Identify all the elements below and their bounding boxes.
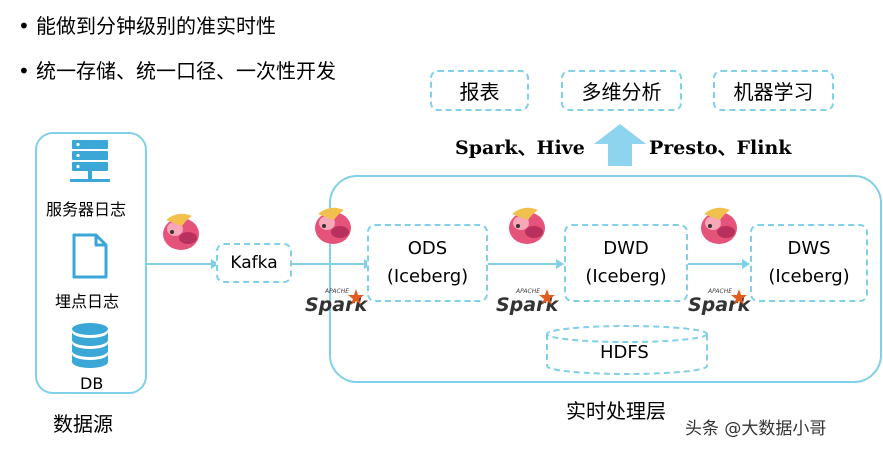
app-report-label: 报表 xyxy=(459,80,500,104)
engines-right: Presto、Flink xyxy=(649,137,792,159)
flink-logo-icon xyxy=(509,207,545,244)
stage-ods-name: ODS xyxy=(407,238,448,259)
bullet-text: 统一存储、统一口径、一次性开发 xyxy=(36,59,336,83)
spark-logo-icon: APACHE Spark xyxy=(303,288,367,322)
kafka-box: Kafka xyxy=(216,243,292,283)
stage-dwd-format: (Iceberg) xyxy=(585,266,667,287)
stage-dws-format: (Iceberg) xyxy=(768,266,850,287)
spark-star-icon xyxy=(348,289,364,305)
server-icon xyxy=(70,140,110,182)
stage-ods-box: ODS (Iceberg) xyxy=(367,224,488,302)
spark-apache-text: APACHE xyxy=(708,288,733,295)
arrow-kafka-to-ods xyxy=(292,259,372,269)
data-source-panel xyxy=(35,132,147,394)
spark-logo-icon: APACHE Spark xyxy=(494,288,558,322)
app-ml-box: 机器学习 xyxy=(713,70,834,111)
flink-logo-icon xyxy=(163,213,199,250)
source-tracking-log: 埋点日志 xyxy=(55,292,120,311)
bullet-1: •能做到分钟级别的准实时性 xyxy=(18,10,276,39)
spark-star-icon xyxy=(539,289,555,305)
database-icon xyxy=(72,323,108,368)
spark-word: Spark xyxy=(496,294,559,316)
flink-logo-icon xyxy=(701,207,737,244)
hdfs-storage xyxy=(546,325,708,375)
source-db: DB xyxy=(80,374,104,393)
flink-logo-icon xyxy=(315,207,351,244)
stage-dws-box: DWS (Iceberg) xyxy=(750,224,868,302)
stage-dwd-box: DWD (Iceberg) xyxy=(564,224,688,302)
bullet-2: •统一存储、统一口径、一次性开发 xyxy=(18,55,336,84)
spark-apache-text: APACHE xyxy=(325,288,350,295)
arrow-dwd-to-dws xyxy=(688,259,750,269)
kafka-label: Kafka xyxy=(230,253,278,273)
realtime-layer-caption: 实时处理层 xyxy=(566,399,666,423)
app-olap-box: 多维分析 xyxy=(561,70,682,111)
app-report-box: 报表 xyxy=(430,70,529,111)
arrow-ods-to-dwd xyxy=(488,259,564,269)
spark-word: Spark xyxy=(688,294,751,316)
connector-line xyxy=(329,240,331,290)
watermark: 头条 @大数据小哥 xyxy=(685,419,827,439)
source-server-log: 服务器日志 xyxy=(46,200,127,219)
up-arrow-icon xyxy=(594,124,646,166)
app-olap-label: 多维分析 xyxy=(581,80,662,104)
stage-dws-name: DWS xyxy=(787,238,831,259)
hdfs-label: HDFS xyxy=(600,342,649,363)
spark-logo-icon: APACHE Spark xyxy=(686,288,750,322)
spark-apache-text: APACHE xyxy=(516,288,541,295)
bullet-dot: • xyxy=(18,59,30,83)
stage-dwd-name: DWD xyxy=(603,238,649,259)
spark-word: Spark xyxy=(305,294,368,316)
arrow-sources-to-kafka xyxy=(147,259,219,269)
bullet-dot: • xyxy=(18,14,30,38)
stage-ods-format: (Iceberg) xyxy=(386,266,469,287)
engines-left: Spark、Hive xyxy=(455,137,585,159)
bullet-text: 能做到分钟级别的准实时性 xyxy=(36,14,276,38)
app-ml-label: 机器学习 xyxy=(733,80,814,104)
data-source-caption: 数据源 xyxy=(53,412,113,436)
document-icon xyxy=(72,233,108,279)
spark-star-icon xyxy=(731,289,747,305)
